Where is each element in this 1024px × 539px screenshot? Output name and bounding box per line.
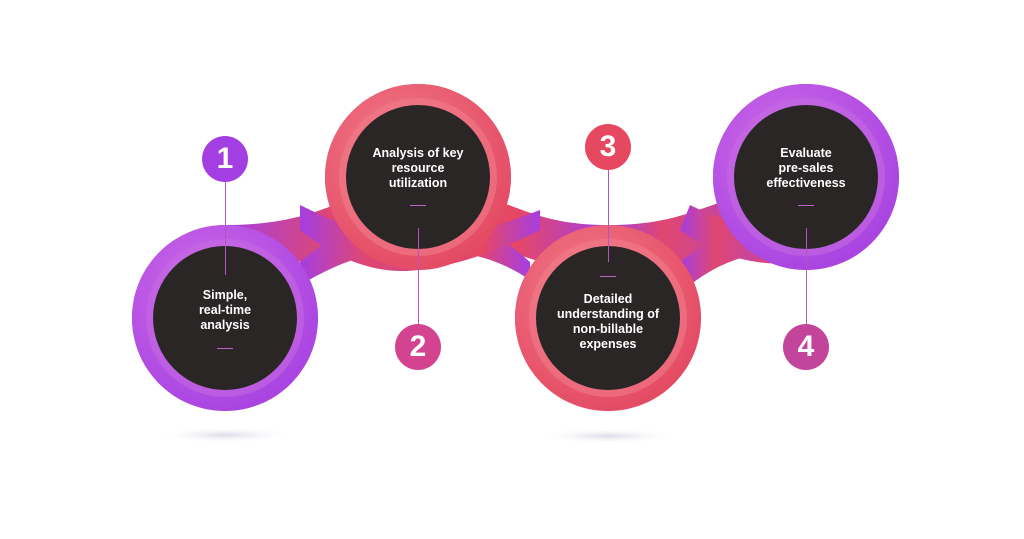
step-3-line-2: understanding of — [556, 307, 660, 321]
step-2-line-2: resource — [391, 161, 445, 175]
step-1-line-2: real-time — [198, 303, 252, 317]
disc-4 — [734, 105, 878, 249]
step-1-line-3: analysis — [200, 318, 250, 332]
step-4-line-3: effectiveness — [766, 176, 846, 190]
step-4-line-1: Evaluate — [780, 146, 832, 160]
step-4-line-2: pre-sales — [778, 161, 834, 175]
step-number-3: 3 — [585, 124, 631, 170]
step-label-2: Analysis of key resource utilization — [353, 146, 483, 191]
disc-2 — [346, 105, 490, 249]
connector-1 — [225, 180, 226, 275]
step-3-line-1: Detailed — [583, 292, 633, 306]
step-2-line-3: utilization — [388, 176, 448, 190]
step-3-line-3: non-billable — [572, 322, 644, 336]
step-label-4: Evaluate pre-sales effectiveness — [741, 146, 871, 191]
step-number-1: 1 — [202, 136, 248, 182]
step-label-1: Simple, real-time analysis — [160, 288, 290, 333]
step-number-2: 2 — [395, 324, 441, 370]
step-1-line-1: Simple, — [202, 288, 248, 302]
dash-4 — [798, 205, 814, 206]
step-label-3: Detailed understanding of non-billable e… — [543, 292, 673, 352]
dash-1 — [217, 348, 233, 349]
connector-4 — [806, 228, 807, 326]
step-number-4: 4 — [783, 324, 829, 370]
disc-1 — [153, 246, 297, 390]
step-2-line-1: Analysis of key — [372, 146, 464, 160]
connector-2 — [418, 228, 419, 326]
shadow-1 — [155, 427, 295, 443]
connector-3 — [608, 166, 609, 262]
step-3-line-4: expenses — [579, 337, 637, 351]
dash-2 — [410, 205, 426, 206]
dash-3 — [600, 276, 616, 277]
shadow-3 — [538, 428, 678, 444]
disc-3 — [536, 246, 680, 390]
